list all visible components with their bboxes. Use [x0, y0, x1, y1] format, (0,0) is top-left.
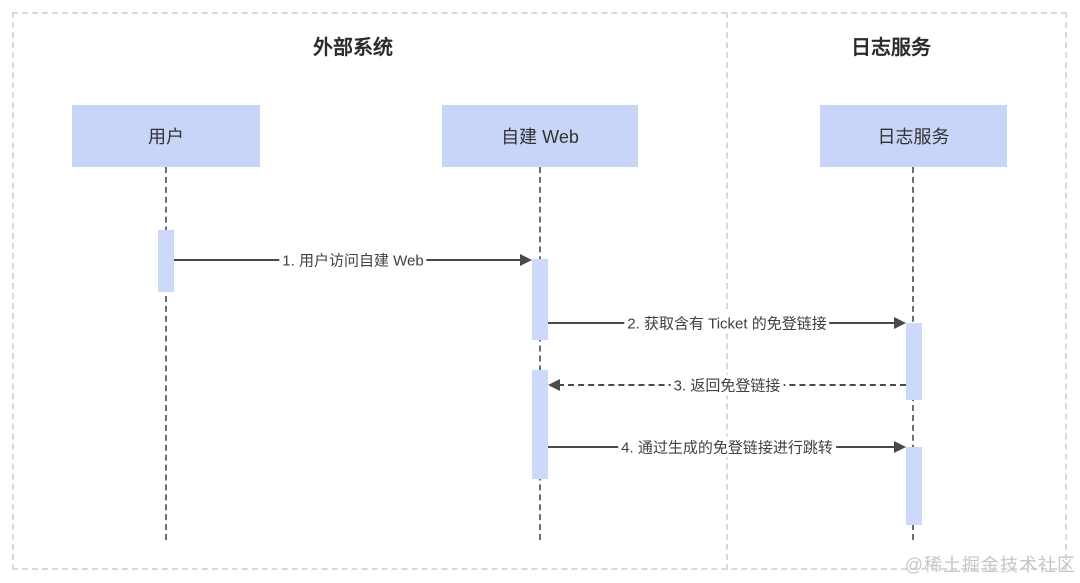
participant-user-label: 用户 — [148, 127, 184, 147]
message-3-label: 3. 返回免登链接 — [670, 374, 784, 396]
activation-user-1 — [158, 230, 174, 292]
group-title-external-system: 外部系统 — [313, 37, 393, 59]
message-4: 4. 通过生成的免登链接进行跳转 — [548, 436, 906, 458]
arrowhead-right-icon — [894, 441, 906, 453]
activation-log-service-1 — [906, 323, 922, 400]
arrowhead-left-icon — [548, 379, 560, 391]
arrowhead-right-icon — [520, 254, 532, 266]
watermark-text: @稀土掘金技术社区 — [904, 555, 1076, 575]
participant-user: 用户 — [72, 105, 260, 167]
arrowhead-right-icon — [894, 317, 906, 329]
message-1: 1. 用户访问自建 Web — [174, 249, 532, 271]
participant-log-service: 日志服务 — [820, 105, 1007, 167]
message-4-label: 4. 通过生成的免登链接进行跳转 — [618, 436, 836, 458]
message-1-label: 1. 用户访问自建 Web — [279, 249, 427, 271]
activation-web-1 — [532, 259, 548, 340]
boundary-divider — [726, 12, 728, 570]
lifeline-web — [539, 167, 541, 540]
message-3: 3. 返回免登链接 — [548, 374, 906, 396]
message-2-label: 2. 获取含有 Ticket 的免登链接 — [624, 312, 830, 334]
participant-web: 自建 Web — [442, 105, 638, 167]
participant-web-label: 自建 Web — [501, 127, 579, 147]
participant-log-service-label: 日志服务 — [877, 127, 950, 147]
message-2: 2. 获取含有 Ticket 的免登链接 — [548, 312, 906, 334]
lifeline-user — [165, 167, 167, 540]
activation-log-service-2 — [906, 447, 922, 525]
boundary-box — [12, 12, 1067, 570]
activation-web-2 — [532, 370, 548, 479]
group-title-log-service: 日志服务 — [851, 37, 931, 59]
